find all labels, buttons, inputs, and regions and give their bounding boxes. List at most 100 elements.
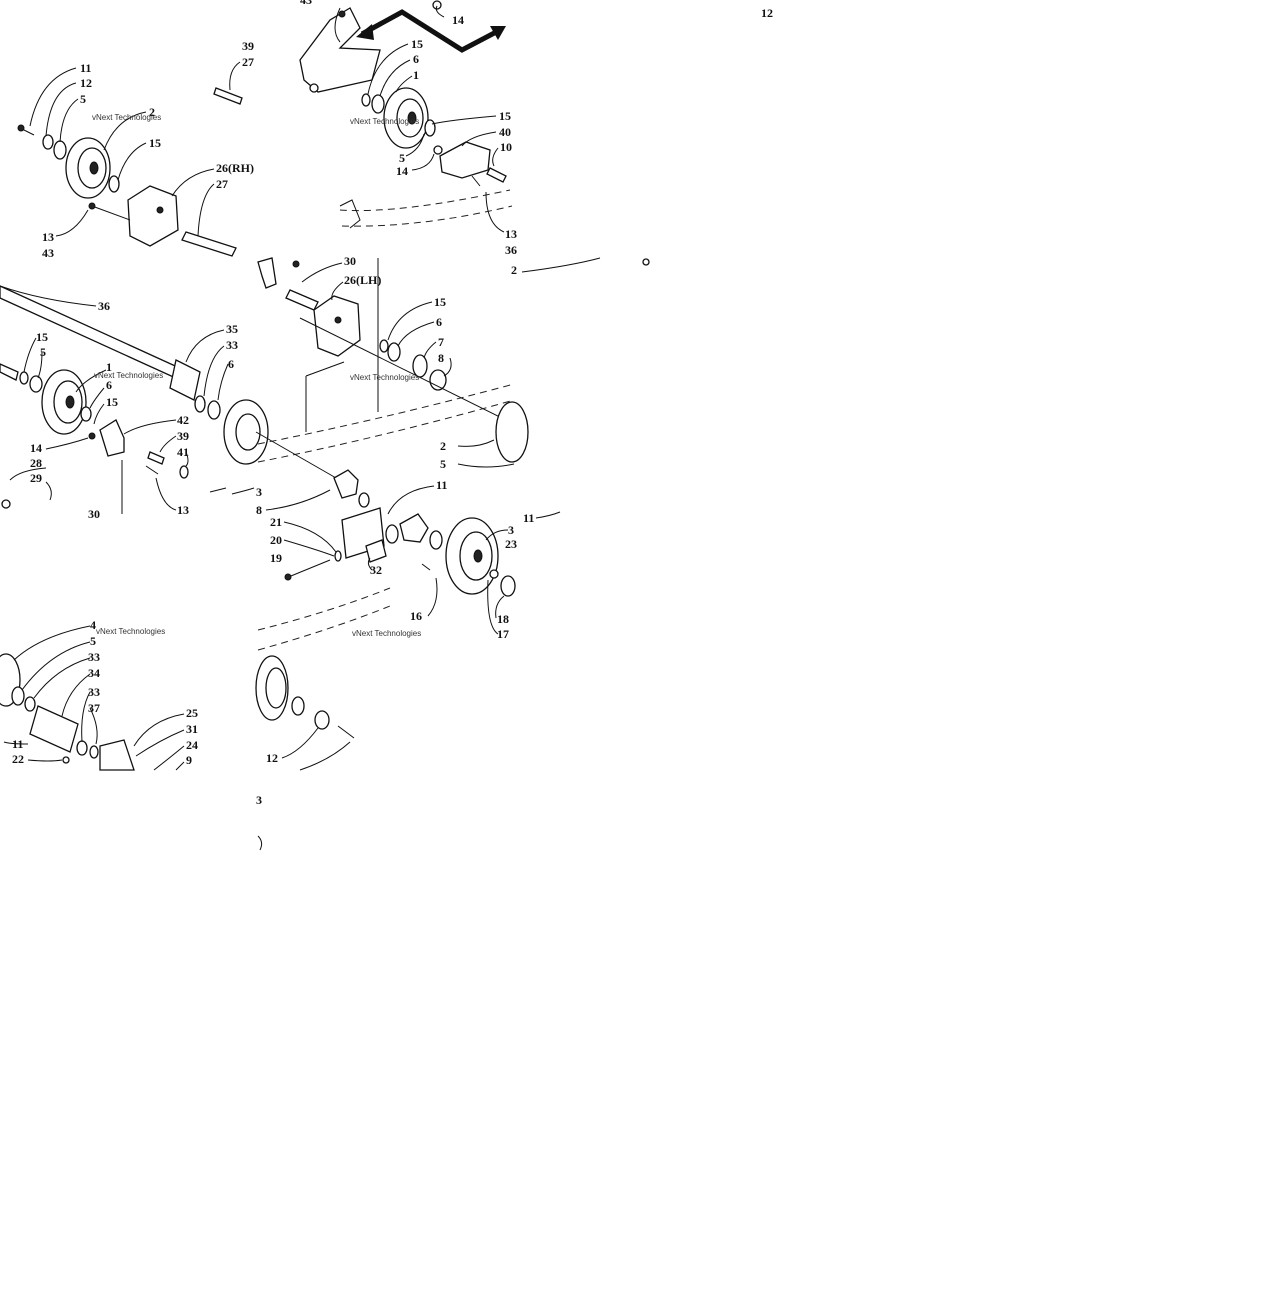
tile-3: 36 15 5 1 6 15 35 33 6 42 39 41 14 28 29… [0, 285, 269, 521]
shaft-27 [181, 231, 237, 257]
bolt-13 [145, 465, 159, 475]
watermark-2: vNext Technologies [352, 629, 421, 638]
washer-b [385, 524, 399, 544]
callout-3: 3 [256, 793, 262, 807]
callout-23: 23 [505, 537, 517, 551]
callout-3: 3 [508, 523, 514, 537]
callout-16: 16 [410, 609, 422, 623]
tile-6: 12 3 [255, 655, 355, 851]
washer-5 [11, 686, 25, 706]
callout-2: 2 [149, 105, 155, 119]
callout-29: 29 [30, 471, 42, 485]
callout-28: 28 [30, 456, 42, 470]
bracket-42 [99, 419, 125, 457]
tile-1: 11 12 5 2 15 13 43 39 27 26(RH) 27 vNext… [17, 39, 254, 260]
callout-33: 33 [226, 338, 238, 352]
bolt-head [17, 124, 25, 132]
wheel-1-bore [407, 111, 417, 125]
spacer-15 [108, 175, 120, 193]
bolt-13 [91, 205, 131, 221]
callout-4: 4 [90, 618, 96, 632]
callout-5: 5 [40, 345, 46, 359]
watermark: vNext Technologies [96, 627, 165, 636]
washer-6 [371, 94, 385, 114]
callout-3: 3 [256, 485, 262, 499]
washer-c [429, 530, 443, 550]
arrow-head-right [490, 26, 506, 40]
callout-6b: 6 [228, 357, 234, 371]
arm-bracket-43 [299, 7, 381, 93]
callout-17: 17 [497, 627, 509, 641]
callout-14: 14 [30, 441, 42, 455]
callout-6: 6 [106, 378, 112, 392]
callout-27b: 27 [216, 177, 228, 191]
callout-21: 21 [270, 515, 282, 529]
callout-34: 34 [88, 666, 100, 680]
washer-6 [80, 406, 92, 422]
arm-hole [338, 10, 346, 18]
pin-39 [213, 87, 243, 105]
bracket-hole [156, 206, 164, 214]
bolt-13-head [88, 202, 96, 210]
washer-37 [89, 745, 99, 759]
shaft-stub [285, 289, 319, 311]
washer-33 [24, 696, 36, 712]
callout-12: 12 [80, 76, 92, 90]
axle-line [299, 317, 515, 425]
callout-27: 27 [242, 55, 254, 69]
wheel-1-bore [65, 395, 75, 409]
callout-36: 36 [505, 243, 517, 257]
callout-15: 15 [434, 295, 446, 309]
washer-6 [387, 342, 401, 362]
clamp-30 [257, 257, 277, 289]
wheel-2-bore [89, 161, 99, 175]
direction-arrow [360, 9, 502, 53]
arrow-head-left [356, 24, 374, 40]
washer-12 [42, 134, 54, 150]
callout-15: 15 [36, 330, 48, 344]
callout-11: 11 [436, 478, 447, 492]
callout-1: 1 [106, 360, 112, 374]
callout-42: 42 [177, 413, 189, 427]
shaft-36 [0, 285, 185, 381]
callout-33: 33 [88, 650, 100, 664]
axle-lower [255, 431, 351, 487]
callout-5: 5 [399, 151, 405, 165]
part-far-right [642, 258, 650, 266]
spacer-15 [361, 93, 371, 107]
callout-33b: 33 [88, 685, 100, 699]
callout-20: 20 [270, 533, 282, 547]
bushing-8 [429, 369, 447, 391]
washer [358, 492, 370, 508]
wheel-3-hub [235, 413, 261, 451]
bushing-8b [333, 469, 359, 499]
callout-15: 15 [149, 136, 161, 150]
pin-10 [486, 167, 507, 183]
callout-12-right: 12 [761, 6, 773, 20]
callout-39: 39 [177, 429, 189, 443]
washer-23 [489, 569, 499, 579]
callout-11: 11 [80, 61, 91, 75]
bolt-16 [421, 563, 431, 571]
callout-15b: 15 [106, 395, 118, 409]
pin-39 [147, 451, 165, 465]
callout-22: 22 [12, 752, 24, 766]
callout-6: 6 [413, 52, 419, 66]
callout-39: 39 [242, 39, 254, 53]
washer-5 [53, 140, 67, 160]
callout-25: 25 [186, 706, 198, 720]
callout-18: 18 [497, 612, 509, 626]
callout-26-lh: 26(LH) [344, 273, 381, 287]
callout-9: 9 [186, 753, 192, 767]
callout-13: 13 [505, 227, 517, 241]
cap-18 [500, 575, 516, 597]
callout-32: 32 [370, 563, 382, 577]
spacer-15 [19, 371, 29, 385]
callout-10: 10 [500, 140, 512, 154]
callout-8b: 8 [256, 503, 262, 517]
callout-2: 2 [440, 439, 446, 453]
washer-20 [334, 550, 342, 562]
callout-37: 37 [88, 701, 100, 715]
